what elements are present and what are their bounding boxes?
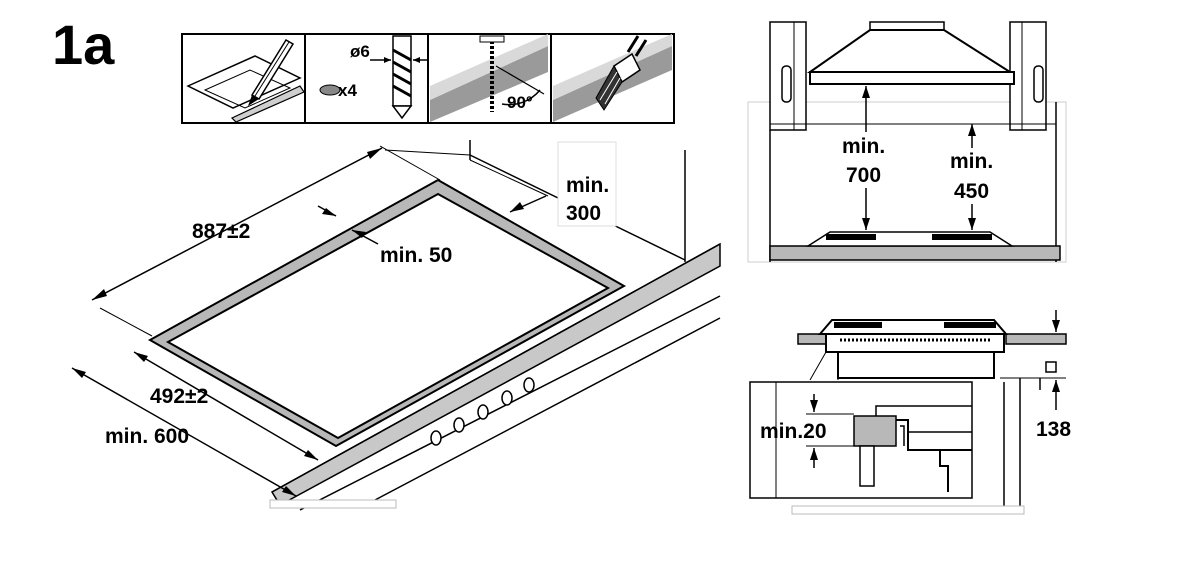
min-hood-height-label-1: min.	[842, 135, 885, 158]
min-cabinet-height-label-2: 450	[954, 180, 989, 203]
drill-diameter-label: ø6	[350, 42, 370, 61]
hob-section-view: 138 min.20	[749, 310, 1071, 515]
sealing-brush-icon	[553, 34, 672, 122]
saw-cut-icon: 90°	[430, 34, 548, 122]
min-gap-label: min.20	[760, 420, 827, 443]
hob-side-icon	[805, 231, 1015, 247]
detail-inset: min.20	[749, 381, 973, 499]
marking-pencil-icon	[186, 38, 305, 123]
min-edge-margin-label: min. 50	[380, 244, 452, 267]
section-height-label: 138	[1036, 418, 1071, 441]
min-wall-clearance-label-1: min.	[566, 174, 609, 197]
min-hood-height-label-2: 700	[846, 164, 881, 187]
extractor-hood	[806, 21, 1015, 85]
control-knob-holes	[430, 377, 535, 446]
cutout-width-label: 492±2	[150, 385, 208, 408]
hood-clearance-view: min. 700 min. 450	[747, 21, 1067, 263]
min-worktop-depth-label: min. 600	[105, 425, 189, 448]
cutout-length-label: 887±2	[192, 220, 250, 243]
drill-bit-icon: ø6 x4	[319, 35, 428, 120]
angle-label: 90°	[507, 93, 533, 112]
figure-label: 1a	[52, 13, 115, 76]
worktop-cutout-view: 887±2 492±2 min. 600 min. 50 min. 300	[71, 140, 721, 511]
min-cabinet-height-label-1: min.	[950, 150, 993, 173]
hole-count-label: x4	[338, 81, 357, 100]
installation-steps-panel: ø6 x4 90°	[181, 33, 675, 124]
min-wall-clearance-label-2: 300	[566, 202, 601, 225]
